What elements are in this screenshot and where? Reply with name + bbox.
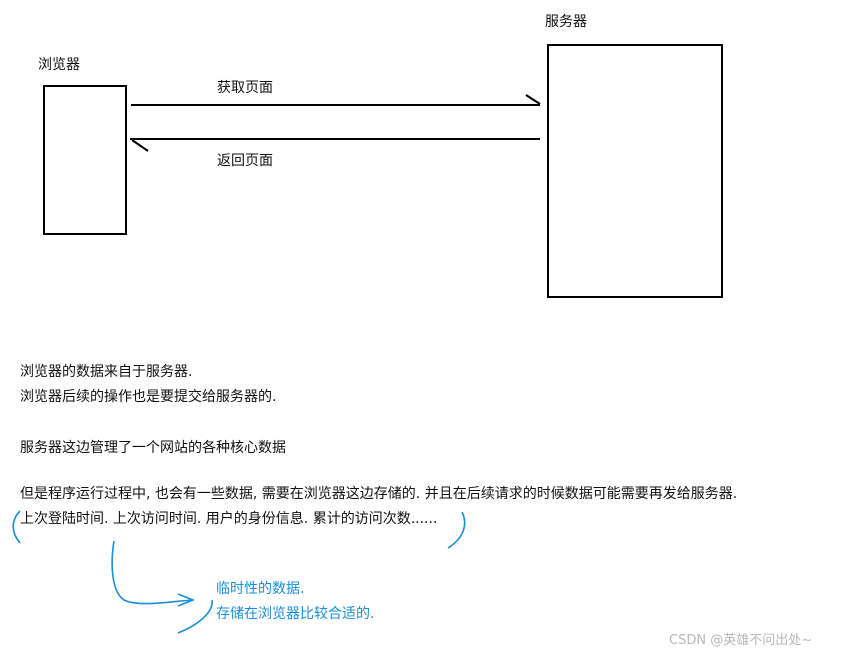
request-arrow bbox=[131, 94, 541, 106]
note-line-4: 但是程序运行过程中, 也会有一些数据, 需要在浏览器这边存储的. 并且在后续请求… bbox=[20, 486, 738, 502]
note-line-1: 浏览器的数据来自于服务器. bbox=[20, 364, 193, 380]
bracket-right bbox=[447, 511, 466, 549]
annotation-line-2: 存储在浏览器比较合适的. bbox=[216, 606, 375, 622]
note-line-2: 浏览器后续的操作也是要提交给服务器的. bbox=[20, 389, 277, 405]
annotation-line-1: 临时性的数据. bbox=[216, 581, 305, 597]
note-line-5: 上次登陆时间. 上次访问时间. 用户的身份信息. 累计的访问次数...... bbox=[20, 511, 438, 527]
browser-box bbox=[43, 85, 127, 235]
annotation-arrowhead bbox=[177, 593, 196, 607]
bracket-left bbox=[12, 510, 21, 544]
response-arrow bbox=[130, 138, 540, 152]
annotation-tail bbox=[177, 599, 213, 634]
browser-label: 浏览器 bbox=[38, 57, 80, 73]
response-label: 返回页面 bbox=[217, 153, 273, 169]
bracket-annotation bbox=[12, 510, 466, 634]
note-line-3: 服务器这边管理了一个网站的各种核心数据 bbox=[20, 440, 286, 456]
annotation-connector bbox=[111, 540, 193, 605]
request-label: 获取页面 bbox=[217, 80, 273, 96]
watermark-text: CSDN @英雄不问出处~ bbox=[669, 633, 813, 648]
server-label: 服务器 bbox=[545, 14, 587, 30]
server-box bbox=[547, 44, 723, 298]
